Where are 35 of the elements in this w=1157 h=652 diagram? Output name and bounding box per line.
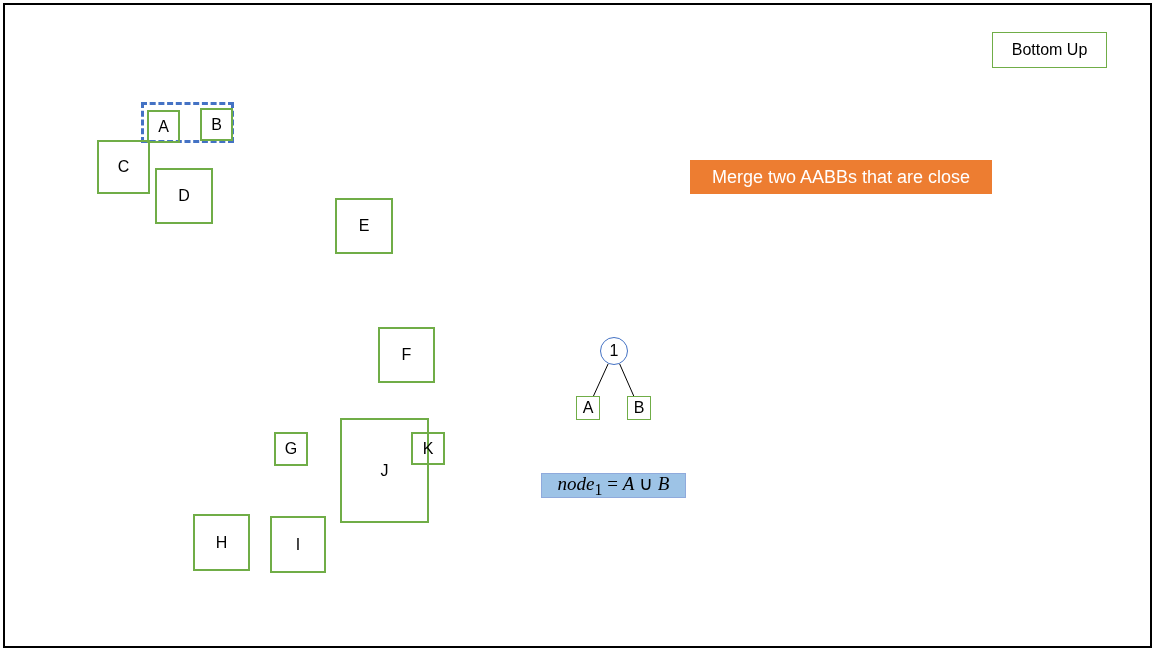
box-letter: B	[633, 399, 645, 417]
box-letter: A	[158, 117, 169, 136]
merge-outline	[141, 102, 234, 143]
box-letter: J	[380, 461, 389, 480]
aabb-box	[147, 110, 180, 143]
aabb-box	[576, 396, 600, 420]
aabb-box	[270, 516, 326, 573]
box-letter: A	[582, 399, 594, 417]
aabb-box	[97, 140, 150, 194]
tree-node-circle	[600, 337, 628, 365]
formula-box	[541, 473, 686, 498]
box-letter: B	[211, 115, 222, 134]
box-letter: D	[178, 187, 190, 205]
aabb-box	[155, 168, 213, 224]
box-letter: H	[215, 533, 228, 552]
formula-text: node$_{1}$ = A ∪ B	[557, 472, 670, 499]
note-text: Merge two AABBs that are close	[711, 166, 971, 188]
box-letter: F	[401, 346, 412, 364]
tree-edge	[592, 363, 609, 397]
title-text: Bottom Up	[1011, 41, 1088, 59]
box-letter: G	[284, 440, 298, 458]
title-box	[992, 32, 1107, 68]
aabb-box	[193, 514, 250, 571]
aabb-box	[378, 327, 435, 383]
aabb-box	[411, 432, 445, 465]
aabb-box	[627, 396, 651, 420]
tree-edge	[619, 363, 635, 397]
aabb-box	[335, 198, 393, 254]
node-number: 1	[609, 342, 619, 360]
aabb-box	[200, 108, 233, 141]
box-letter: I	[295, 535, 301, 554]
note-banner	[690, 160, 992, 194]
box-letter: C	[117, 158, 130, 176]
box-letter: E	[358, 217, 370, 235]
aabb-box	[274, 432, 308, 466]
